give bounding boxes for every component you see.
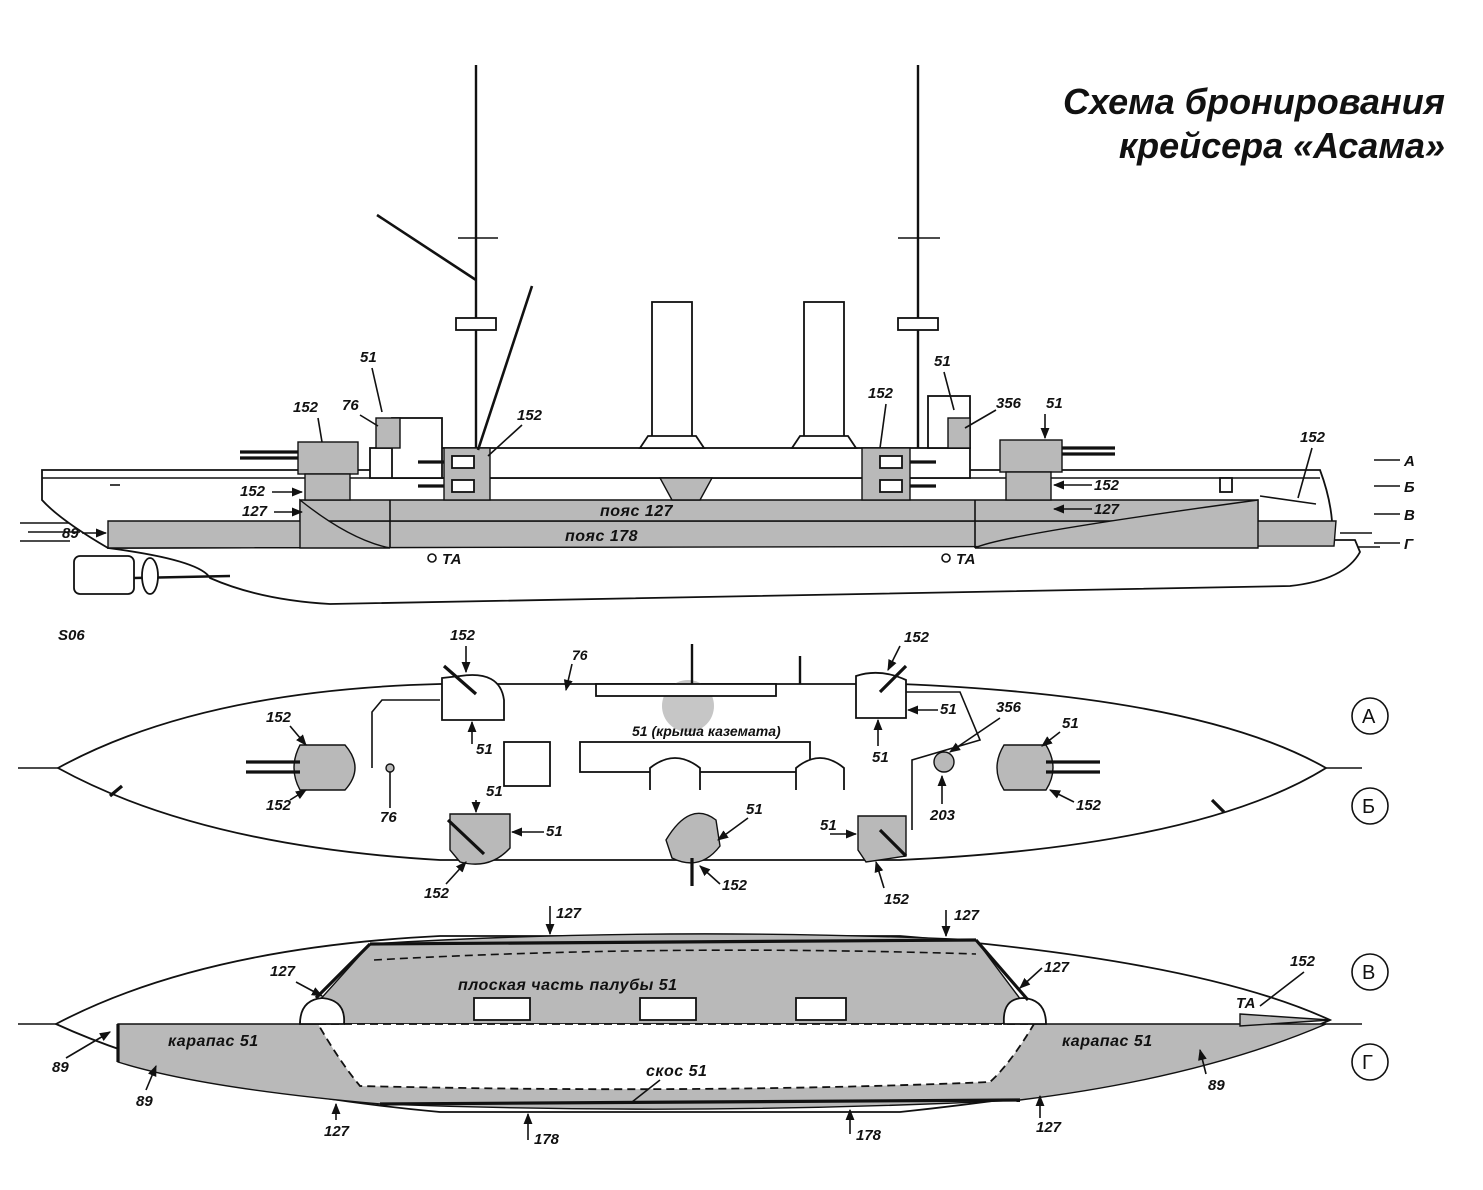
ad-label-bot-127-a: 127 <box>324 1123 350 1140</box>
plan-label-case-aft-51a: 51 <box>940 701 957 718</box>
level-marker-a: А <box>1403 453 1415 470</box>
rudder <box>73 555 135 595</box>
underwater-hull <box>107 539 1361 605</box>
plan-label-case-aft-bot-51: 51 <box>820 817 837 834</box>
plan-label-aft-turret-152: 152 <box>1076 797 1102 814</box>
carapace-fwd-label: карапас 51 <box>168 1033 259 1050</box>
plan-label-case-aft-152: 152 <box>904 629 930 646</box>
ad-level-g: Г <box>1362 1052 1373 1074</box>
plan-label-case-aft-bot-152: 152 <box>884 891 910 908</box>
aft-barbette <box>1005 471 1052 501</box>
plan-label-conning-203: 203 <box>929 807 956 824</box>
casemate-guns <box>418 455 936 493</box>
label-fwd-casemate: 152 <box>517 407 543 424</box>
plan-label-case-fwd-51b: 51 <box>486 783 503 800</box>
plan-casemate-aft <box>857 815 907 863</box>
funnels <box>638 301 858 449</box>
ad-label-right-127: 127 <box>1044 959 1070 976</box>
label-aft-turret-top: 51 <box>1046 395 1063 412</box>
plan-fwd-turret <box>293 744 356 791</box>
ad-label-bot-178-a: 178 <box>534 1131 560 1148</box>
label-fwd-barbette: 152 <box>240 483 266 500</box>
level-marker-b: Б <box>1404 479 1415 496</box>
plan-level-a: А <box>1362 706 1376 728</box>
plan-label-case-fwd-bot-152: 152 <box>424 885 450 902</box>
torpedo-tube-label-1: ТА <box>442 551 461 568</box>
ad-label-top-127-a: 127 <box>556 905 582 922</box>
title-line-1: Схема бронирования <box>1062 81 1445 122</box>
label-fwd-bridge-top: 51 <box>360 349 377 366</box>
label-fwd-belt: 127 <box>242 503 268 520</box>
aft-turret <box>999 439 1063 473</box>
plan-label-aft-turret-51: 51 <box>1062 715 1079 732</box>
forward-turret <box>297 441 359 475</box>
casemate-roof-label: 51 (крыша каземата) <box>632 723 781 739</box>
deck-plan: 51 (крыша каземата) 152 152 76 76 <box>18 627 1389 908</box>
plan-label-case-fwd-bot-51: 51 <box>546 823 563 840</box>
torpedo-tube-label-2: ТА <box>956 551 975 568</box>
plan-label-fwd-turret: 152 <box>266 709 292 726</box>
diagram-title: Схема бронирования крейсера «Асама» <box>1063 80 1445 168</box>
ad-label-top-127-b: 127 <box>954 907 980 924</box>
label-aft-bridge-top: 51 <box>934 353 951 370</box>
forward-bridge-armor <box>375 417 401 449</box>
ad-label-stern-89: 89 <box>1208 1077 1225 1094</box>
armor-deck-plan: плоская часть палубы 51 карапас 51 карап… <box>18 905 1389 1148</box>
label-waterline: 89 <box>62 525 79 542</box>
plan-label-fwd-turret-base: 152 <box>266 797 292 814</box>
plan-casemate-fwd <box>449 813 511 865</box>
carapace-aft-label: карапас 51 <box>1062 1033 1153 1050</box>
plan-label-case-mid-152: 152 <box>722 877 748 894</box>
label-aft-belt: 127 <box>1094 501 1120 518</box>
armor-deck-ta: ТА <box>1236 995 1255 1012</box>
level-marker-v: В <box>1404 507 1415 524</box>
artist-signature: S06 <box>58 627 85 644</box>
plan-level-b: Б <box>1362 796 1375 818</box>
belt-127-label: пояс 127 <box>600 503 674 520</box>
label-fwd-turret: 152 <box>293 399 319 416</box>
belt-178-label: пояс 178 <box>565 528 638 545</box>
label-aft-casemate: 152 <box>868 385 894 402</box>
masts <box>376 65 940 451</box>
ad-label-bow-89-a: 89 <box>52 1059 69 1076</box>
forward-barbette <box>304 473 351 501</box>
plan-label-bridge-76-b: 76 <box>380 809 397 826</box>
plan-label-case-fwd-51a: 51 <box>476 741 493 758</box>
flat-deck-label: плоская часть палубы 51 <box>458 977 678 994</box>
side-profile: пояс 127 пояс 178 <box>20 65 1415 605</box>
level-marker-g: Г <box>1404 536 1414 553</box>
plan-aft-turret <box>996 744 1054 791</box>
ad-level-v: В <box>1362 962 1375 984</box>
label-fwd-bridge: 76 <box>342 397 359 414</box>
ad-label-left-127: 127 <box>270 963 296 980</box>
plan-label-bridge-76: 76 <box>572 647 588 663</box>
plan-label-case-aft-51b: 51 <box>872 749 889 766</box>
label-aft-barbette: 152 <box>1094 477 1120 494</box>
label-aft-conning: 356 <box>996 395 1022 412</box>
label-stern-deck: 152 <box>1300 429 1326 446</box>
ad-label-bot-127-b: 127 <box>1036 1119 1062 1136</box>
ad-label-bot-178-b: 178 <box>856 1127 882 1144</box>
title-line-2: крейсера «Асама» <box>1118 125 1445 166</box>
slope-label: скос 51 <box>646 1063 707 1080</box>
ad-label-bow-89-b: 89 <box>136 1093 153 1110</box>
aft-conning-tower <box>947 417 971 449</box>
plan-label-conning-356: 356 <box>996 699 1022 716</box>
plan-label-case-mid-51: 51 <box>746 801 763 818</box>
ad-label-stern-152: 152 <box>1290 953 1316 970</box>
plan-label-case-fwd-152: 152 <box>450 627 476 644</box>
